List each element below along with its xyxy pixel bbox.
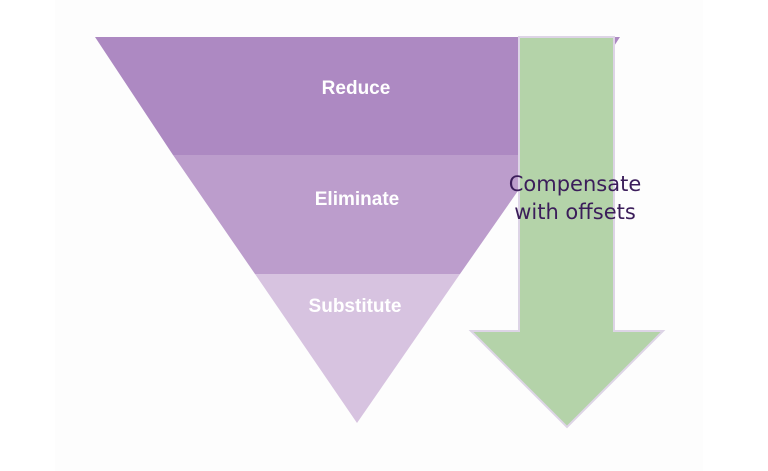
down-arrow-shape xyxy=(468,36,666,429)
tier-eliminate-label: Eliminate xyxy=(315,189,399,210)
arrow-label-line1: Compensate xyxy=(509,172,642,196)
tier-substitute xyxy=(255,274,460,423)
tier-reduce xyxy=(95,37,620,155)
offset-arrow: Compensate with offsets xyxy=(468,36,666,429)
tier-reduce-label: Reduce xyxy=(322,78,391,99)
arrow-label-line2: with offsets xyxy=(514,200,636,224)
inverted-pyramid: Reduce Eliminate Substitute xyxy=(95,37,620,423)
tier-substitute-label: Substitute xyxy=(309,296,402,317)
tier-eliminate xyxy=(173,155,543,274)
